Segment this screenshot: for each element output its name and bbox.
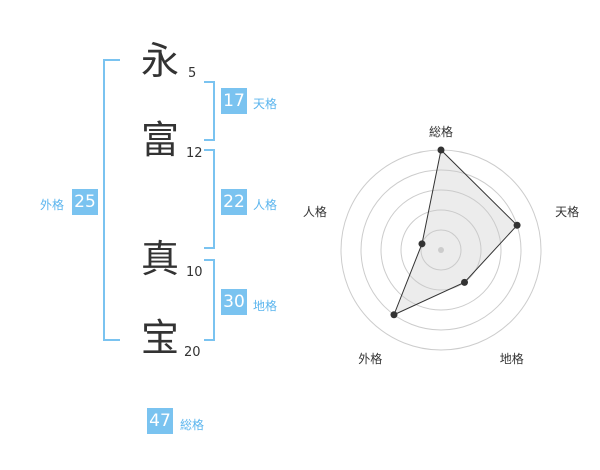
radar-point-1 [437, 146, 445, 154]
tenkaku-label: 天格 [253, 97, 278, 111]
stroke-count-1: 5 [188, 66, 197, 81]
radar-ring-1 [420, 229, 462, 271]
radar-axis-label-5: 人格 [303, 204, 327, 219]
soukaku-label: 総格 [180, 418, 205, 432]
radar-point-2 [513, 221, 521, 229]
jinkaku-bracket [204, 149, 215, 249]
tenkaku-value: 17 [221, 88, 247, 114]
soukaku-value: 47 [147, 408, 173, 434]
radar-ring-2 [400, 209, 482, 291]
name-char-2: 富 [141, 118, 180, 162]
radar-center-dot [438, 247, 444, 253]
name-char-4: 宝 [141, 316, 180, 360]
stroke-count-2: 12 [186, 146, 203, 161]
name-char-3: 真 [141, 237, 180, 281]
chikaku-label: 地格 [253, 299, 278, 313]
gaikaku-bracket [103, 59, 120, 341]
radar-point-5 [418, 240, 426, 248]
tenkaku-bracket [204, 81, 215, 141]
radar-axis-label-4: 外格 [358, 351, 382, 366]
radar-point-3 [461, 278, 469, 286]
radar-ring-4 [360, 169, 522, 331]
name-char-1: 永 [141, 39, 180, 83]
stroke-count-3: 10 [186, 265, 203, 280]
chikaku-bracket [204, 259, 215, 341]
radar-ring-3 [380, 189, 502, 311]
radar-axis-label-3: 地格 [500, 351, 524, 366]
radar-point-4 [390, 311, 398, 319]
radar-axis-label-2: 天格 [555, 204, 579, 219]
gaikaku-label: 外格 [40, 198, 65, 212]
jinkaku-label: 人格 [253, 198, 278, 212]
gaikaku-value: 25 [72, 189, 98, 215]
chikaku-value: 30 [221, 289, 247, 315]
jinkaku-value: 22 [221, 189, 247, 215]
stroke-count-4: 20 [184, 345, 201, 360]
radar-axis-label-1: 総格 [429, 124, 453, 139]
radar-data-polygon [393, 148, 518, 316]
